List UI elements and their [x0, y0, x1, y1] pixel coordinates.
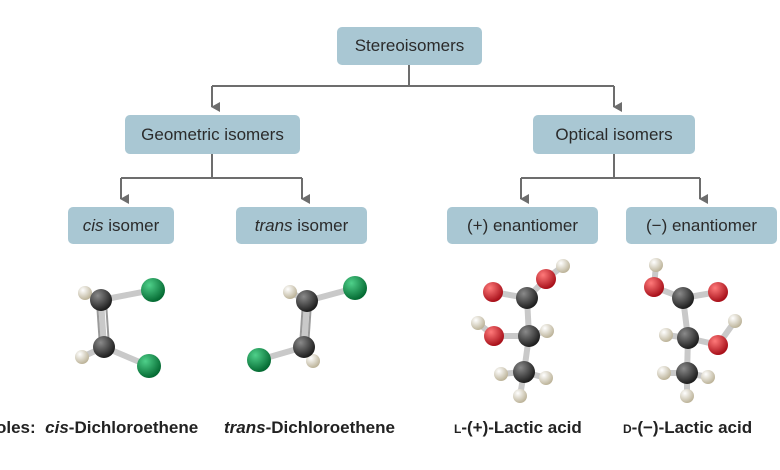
d-lactic-acid-model	[644, 258, 742, 403]
cis-caption-rest: -Dichloroethene	[68, 418, 199, 437]
minus-enantiomer-box: (−) enantiomer	[626, 207, 777, 244]
trans-italic: trans	[254, 215, 293, 235]
geometric-isomers-label: Geometric isomers	[141, 124, 284, 144]
cis-rest: isomer	[103, 215, 160, 235]
plus-enantiomer-box: (+) enantiomer	[447, 207, 598, 244]
l-lactic-acid-model	[471, 259, 570, 403]
cis-isomer-label: cis isomer	[83, 216, 160, 236]
cis-caption-italic: cis	[45, 418, 69, 437]
l-prefix: L	[454, 422, 462, 436]
trans-caption: trans-Dichloroethene	[224, 418, 395, 438]
d-caption-rest: -(−)-Lactic acid	[631, 418, 753, 437]
geometric-isomers-box: Geometric isomers	[125, 115, 300, 154]
cis-dichloroethene-model	[75, 278, 165, 378]
trans-isomer-label: trans isomer	[255, 216, 349, 236]
stereoisomers-box: Stereoisomers	[337, 27, 482, 65]
examples-caption: oles: cis-Dichloroethene	[0, 418, 198, 438]
d-prefix: D	[623, 422, 632, 436]
trans-dichloroethene-model	[247, 276, 367, 372]
plus-enantiomer-label: (+) enantiomer	[466, 215, 579, 235]
optical-isomers-box: Optical isomers	[533, 115, 695, 154]
cis-italic: cis	[82, 215, 104, 235]
minus-enantiomer-label: (−) enantiomer	[645, 215, 758, 235]
stereoisomers-label: Stereoisomers	[354, 36, 465, 55]
trans-isomer-box: trans isomer	[236, 207, 367, 244]
trans-caption-italic: trans	[224, 418, 266, 437]
l-caption-rest: -(+)-Lactic acid	[461, 418, 582, 437]
optical-isomers-label: Optical isomers	[555, 124, 673, 144]
d-lactic-acid-caption: D-(−)-Lactic acid	[623, 418, 752, 438]
trans-caption-rest: -Dichloroethene	[265, 418, 395, 437]
l-lactic-acid-caption: L-(+)-Lactic acid	[454, 418, 582, 438]
cis-isomer-box: cis isomer	[68, 207, 174, 244]
trans-rest: isomer	[292, 215, 349, 235]
examples-prefix: oles:	[0, 418, 36, 437]
